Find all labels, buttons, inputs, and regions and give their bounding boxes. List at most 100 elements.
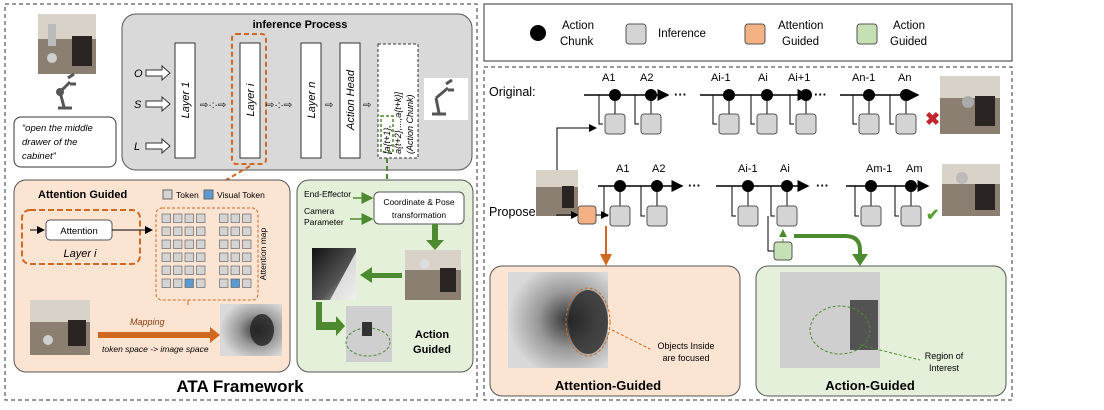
attention-token: [184, 226, 194, 236]
attention-token: [161, 226, 171, 236]
action-guided-title-1: Action: [415, 329, 450, 341]
orig-node-label-a2: A2: [640, 72, 653, 84]
attention-token: [173, 239, 183, 249]
legend-token-swatch: [162, 189, 173, 200]
proposed-attention-box: [577, 205, 597, 225]
inference-box: [900, 205, 922, 227]
action-chunk-node: [761, 89, 773, 101]
camera-label-1: Camera: [304, 206, 335, 216]
inference-box: [646, 205, 668, 227]
action-chunk-node: [865, 180, 877, 192]
attention-token: [219, 213, 229, 223]
feedback-line: [894, 186, 899, 217]
robot-photo-top: [38, 14, 96, 74]
layer-i-detail-label: Layer i: [63, 248, 97, 260]
attention-box-label: Attention: [60, 226, 98, 237]
layer-1-label: Layer 1: [180, 82, 192, 119]
chunk-seq: a{t+2},...,a{t+k}]: [393, 91, 403, 154]
attention-token: [196, 213, 206, 223]
action-chunk-node: [609, 89, 621, 101]
ellipsis-2: ⇨·:·⇨: [266, 100, 292, 111]
attention-token: [196, 278, 206, 288]
attention-token: [230, 252, 240, 262]
inference-box: [858, 113, 880, 135]
action-chunk-node: [905, 180, 917, 192]
action-chunk-node: [900, 89, 912, 101]
mapping-label: Mapping: [130, 317, 165, 327]
feedback-line: [634, 95, 639, 125]
depth-down-arrow: [316, 302, 345, 336]
proposed-action-box: [773, 241, 793, 261]
attention-token: [219, 252, 229, 262]
ellipsis-1: ⇨·:·⇨: [200, 100, 226, 111]
action-chunk-node: [723, 89, 735, 101]
orig-node-label-a1: A1: [602, 72, 615, 84]
attention-result-circle: [565, 287, 611, 357]
action-chunk-node: [781, 180, 793, 192]
attention-token: [230, 239, 240, 249]
legend-chunk-1: Action: [562, 20, 594, 32]
attention-note-pointer: [611, 329, 653, 351]
attention-token: [196, 265, 206, 275]
legend-inference-icon: [625, 23, 647, 45]
inference-process-title: inference Process: [253, 19, 348, 31]
to-depth-arrow: [360, 267, 402, 283]
inference-box: [604, 113, 626, 135]
action-side-line: [767, 216, 774, 252]
prop-node-label-am: Am: [906, 163, 923, 175]
attention-token: [242, 252, 252, 262]
proposed-label: Proposed:: [489, 205, 546, 219]
attention-token: [219, 239, 229, 249]
original-ellipsis-1: ···: [674, 87, 687, 102]
action-chunk-node: [800, 89, 812, 101]
feedback-line: [603, 186, 608, 217]
attention-token: [242, 226, 252, 236]
transform-label-2: transformation: [392, 210, 447, 220]
attention-map-grid: [161, 213, 252, 288]
action-to-panel-head: [852, 254, 868, 266]
attention-token: [161, 239, 171, 249]
robot-arm-icon: [56, 72, 76, 110]
attention-token: [173, 278, 183, 288]
attention-token: [173, 265, 183, 275]
attention-result-hotspot: [568, 290, 608, 354]
depth-cone: [330, 252, 356, 300]
inference-box: [718, 113, 740, 135]
layer-1-box: [174, 42, 196, 159]
arrow-3: ⇨: [325, 100, 333, 111]
legend-attention-2: Guided: [782, 36, 819, 48]
attention-token: [219, 265, 229, 275]
input-l: L: [134, 141, 140, 153]
feedback-line: [731, 186, 736, 217]
attention-token: [196, 226, 206, 236]
prop-node-label-ai: Ai: [780, 163, 790, 175]
attention-note-1: Objects Inside: [657, 341, 714, 351]
action-head-box: [339, 42, 361, 159]
proposed-result-image: [942, 164, 1000, 216]
attention-token: [230, 226, 240, 236]
layer-n-box: [300, 42, 322, 159]
orig-node-label-an-1: An-1: [852, 72, 875, 84]
original-result-image: [940, 76, 1000, 134]
action-chunk-highlight: [380, 115, 394, 153]
inference-box: [640, 113, 662, 135]
inference-box: [756, 113, 778, 135]
action-robot-photo: [405, 250, 461, 300]
attention-result-title: Attention-Guided: [555, 378, 661, 393]
legend-attention-icon: [744, 23, 766, 45]
attention-down-arrow: [600, 226, 612, 266]
original-label: Original:: [489, 85, 536, 99]
attention-map-label: Attention map: [258, 228, 268, 281]
action-chunk-box: [377, 43, 419, 159]
attention-token: [242, 278, 252, 288]
original-ellipsis-2: ···: [814, 87, 827, 102]
inference-box: [609, 205, 631, 227]
action-note-2: Interest: [929, 363, 960, 373]
layer-i-detail-box: [21, 209, 141, 265]
action-chunk-node: [742, 180, 754, 192]
orig-node-label-ai: Ai: [758, 72, 768, 84]
transform-box: [373, 191, 465, 225]
arrow-4: ⇨: [363, 100, 371, 111]
attention-token: [184, 213, 194, 223]
action-note-pointer: [859, 344, 921, 361]
